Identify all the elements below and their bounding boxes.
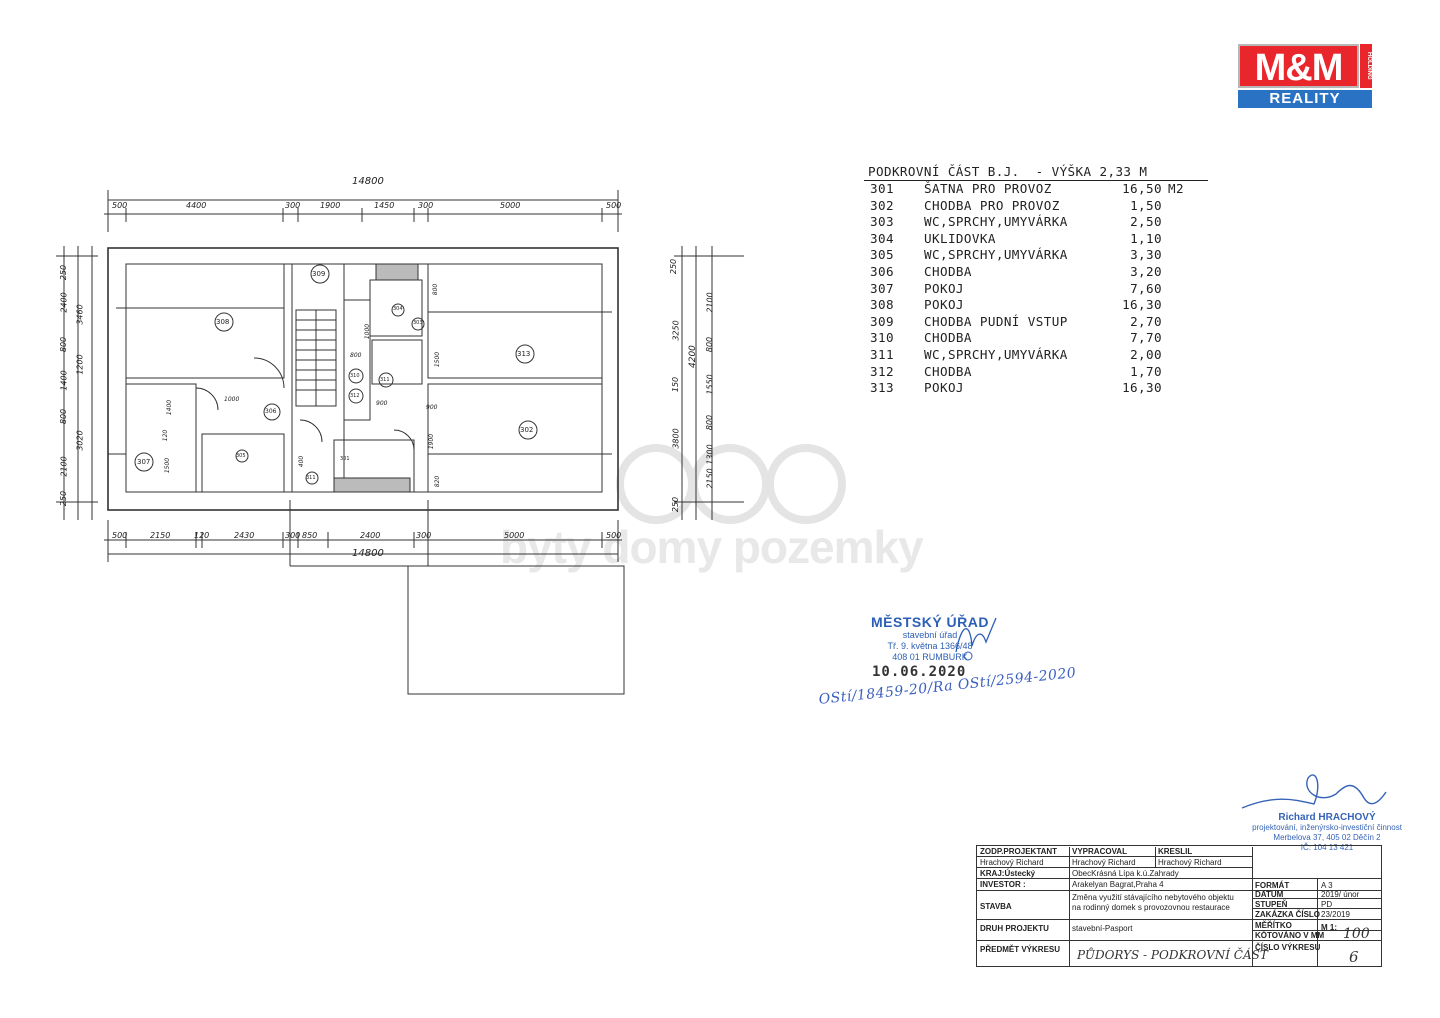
- mm-reality-logo: M&M HOLDING REALITY: [1238, 44, 1372, 108]
- room-313-outline: [427, 263, 603, 379]
- stamp-line-3: 408 01 RUMBURK: [892, 652, 968, 662]
- title-block: ZODP.PROJEKTANT Hrachový Richard VYPRACO…: [976, 845, 1382, 967]
- kotovano-label: KÓTOVÁNO V MM: [1255, 931, 1325, 940]
- stupen-value: PD: [1321, 900, 1333, 909]
- designer-stamp: Richard HRACHOVÝ projektování, inženýrsk…: [1244, 812, 1410, 853]
- zakazka-label: ZAKÁZKA ČÍSLO: [1255, 910, 1321, 919]
- zodp-value: Hrachový Richard: [980, 858, 1044, 867]
- kreslil-value: Hrachový Richard: [1158, 858, 1222, 867]
- stamp-signature-icon: [955, 617, 997, 661]
- stamp-line-2: Tř. 9. května 1366/48: [887, 641, 973, 651]
- zakazka-value: 23/2019: [1321, 910, 1350, 919]
- stavba-value-1: Změna využití stávajícího nebytového obj…: [1072, 893, 1234, 902]
- watermark: byty domy pozemky: [500, 521, 924, 573]
- stamp-date: 10.06.2020: [872, 664, 967, 680]
- cislo-value: 6: [1349, 948, 1359, 966]
- right-total-dim: 4200: [688, 345, 698, 368]
- watermark-logo-icon: [616, 444, 846, 524]
- bottom-dim-ticks: [125, 532, 603, 548]
- vypracoval-value: Hrachový Richard: [1072, 858, 1136, 867]
- room-unit: M2: [1168, 181, 1184, 196]
- room-301-outline: [427, 383, 603, 493]
- stupen-label: STUPEŇ: [1255, 900, 1288, 909]
- kreslil-label: KRESLIL: [1158, 847, 1193, 856]
- stavba-label: STAVBA: [980, 902, 1012, 911]
- cislo-label: ČÍSLO VÝKRESU: [1255, 943, 1321, 952]
- outer-wall-outline: [107, 247, 619, 511]
- room-308-outline: [125, 263, 285, 379]
- room-label-circles: [134, 264, 538, 485]
- top-total-dim: 14800: [352, 176, 384, 187]
- obec-value: ObecKrásná Lípa k.ú.Zahrady: [1072, 869, 1179, 878]
- room-307-outline: [125, 383, 197, 493]
- bottom-total-dim: 14800: [352, 548, 384, 559]
- druh-value: stavební-Pasport: [1072, 924, 1133, 933]
- designer-line-2: Merbelova 37, 405 02 Děčín 2: [1273, 833, 1381, 842]
- vypracoval-label: VYPRACOVAL: [1072, 847, 1127, 856]
- municipal-stamp: MĚSTSKÝ ÚŘAD stavební úřad Tř. 9. května…: [856, 614, 1004, 663]
- extension-outline: [407, 565, 625, 695]
- designer-line-1: projektování, inženýrsko-investiční činn…: [1252, 823, 1402, 832]
- designer-signature-icon: [1241, 774, 1387, 809]
- top-dim-ticks: [125, 208, 603, 222]
- meritko-label: MĚŘÍTKO: [1255, 921, 1292, 930]
- format-value: A 3: [1321, 881, 1333, 890]
- door-arc: [253, 357, 285, 389]
- stamp-line-1: stavební úřad: [902, 630, 958, 640]
- room-305-outline: [201, 433, 285, 493]
- investor-value: Arakelyan Bagrat,Praha 4: [1072, 880, 1164, 889]
- room-table-title: PODKROVNÍ ČÁST B.J. - VÝŠKA 2,33 M: [864, 164, 1208, 181]
- meritko-value: M 1:: [1321, 923, 1337, 932]
- datum-value: 2019/ únor: [1321, 890, 1360, 899]
- designer-name: Richard HRACHOVÝ: [1278, 812, 1376, 823]
- meritko-hand-value: 100: [1343, 926, 1370, 942]
- logo-side-text: HOLDING: [1360, 44, 1372, 88]
- format-label: FORMÁT: [1255, 881, 1290, 890]
- stamp-title: MĚSTSKÝ ÚŘAD: [870, 614, 989, 630]
- druh-label: DRUH PROJEKTU: [980, 924, 1049, 933]
- investor-label: INVESTOR :: [980, 880, 1026, 889]
- designer-line-3: IČ: 104 13 421: [1300, 843, 1354, 852]
- kraj-label: KRAJ:Ústecký: [980, 869, 1036, 878]
- stavba-value-2: na rodinný domek s provozovnou restaurac…: [1072, 903, 1230, 912]
- logo-top-text: M&M: [1238, 44, 1359, 89]
- stair-steps: [296, 310, 336, 406]
- logo-bottom-text: REALITY: [1238, 90, 1372, 108]
- predmet-label: PŘEDMĚT VÝKRESU: [980, 945, 1061, 954]
- predmet-value: PŮDORYS - PODKROVNÍ ČÁST: [1077, 948, 1268, 962]
- zodp-label: ZODP.PROJEKTANT: [980, 847, 1058, 856]
- datum-label: DATUM: [1255, 890, 1284, 899]
